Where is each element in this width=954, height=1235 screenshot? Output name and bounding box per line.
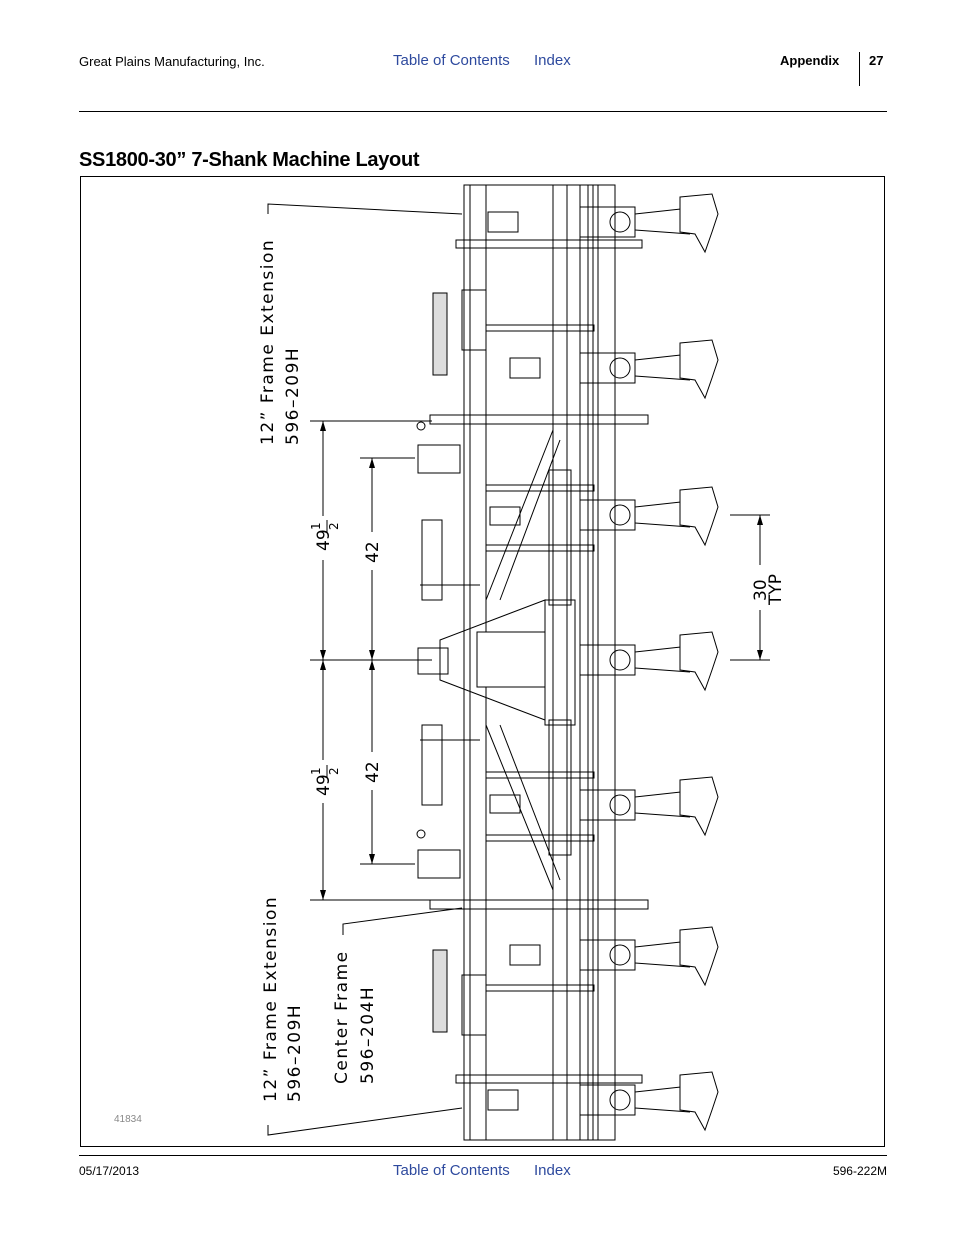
dim-49-top: 49 [314,529,334,551]
header-divider [859,52,860,86]
top-extension-label: 12” Frame Extension [258,239,278,445]
dim-49-bottom-frac-num: 1 [309,767,323,775]
figure-labels: 12” Frame Extension 596–209H 12” Frame E… [258,239,786,1102]
center-frame-part: 596–204H [358,986,378,1084]
figure-number: 41834 [114,1114,142,1125]
shank-2 [509,339,719,400]
header-rule [79,111,887,112]
crossbars [429,239,649,1084]
page-number: 27 [869,53,884,68]
shank-6 [509,926,719,987]
dim-30: 30 [751,579,771,601]
center-frame-label: Center Frame [332,950,352,1084]
footer-toc-link[interactable]: Table of Contents [393,1162,510,1179]
dim-typ: TYP [766,574,786,606]
header-company: Great Plains Manufacturing, Inc. [79,54,265,69]
header-section: Appendix [780,53,840,68]
dim-49-top-frac-num: 1 [309,522,323,530]
footer-rule [79,1155,887,1156]
shank-assemblies [487,193,719,1132]
footer-doc-number: 596-222M [832,1164,887,1178]
bottom-extension-part: 596–209H [285,1004,305,1102]
figure-frame [80,176,885,1147]
shank-7 [487,1071,719,1132]
dim-42-bottom: 42 [363,761,383,783]
center-cylinders [439,429,576,891]
bottom-extension-label: 12” Frame Extension [261,896,281,1102]
dimension-lines [310,420,770,901]
footer-date: 05/17/2013 [79,1164,140,1178]
dim-49-top-frac-den: 2 [327,522,341,530]
dim-49-bottom-frac-den: 2 [327,767,341,775]
top-extension-part: 596–209H [283,347,303,445]
shank-5 [489,776,719,837]
dim-42-top: 42 [363,541,383,563]
left-assemblies [416,289,487,1036]
dim-49-bottom: 49 [314,774,334,796]
footer-index-link[interactable]: Index [534,1162,571,1179]
shank-4 [579,631,719,692]
page-title: SS1800-30” 7-Shank Machine Layout [79,149,420,171]
header-toc-link[interactable]: Table of Contents [393,52,510,69]
shank-1 [487,193,719,254]
shank-3 [489,486,719,547]
leader-lines [267,203,463,1136]
header-index-link[interactable]: Index [534,52,571,69]
dimension-arrows [320,421,763,900]
